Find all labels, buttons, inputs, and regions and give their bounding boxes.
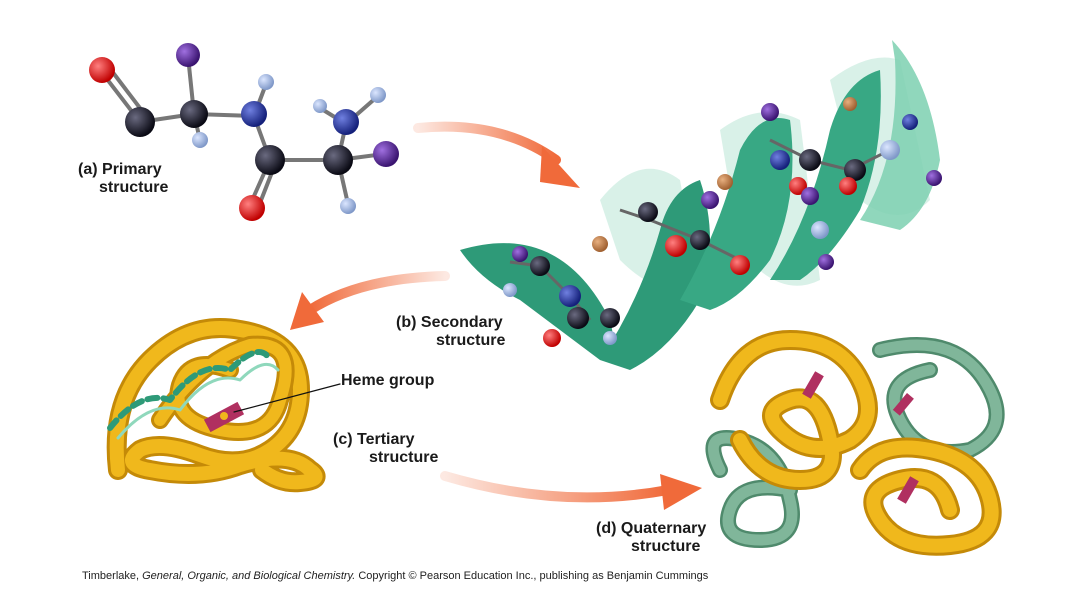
credit-copyright: Copyright © Pearson Education Inc., publ…	[358, 570, 709, 582]
quaternary-assembly-icon	[705, 330, 1005, 556]
label-primary-line1: Primary	[102, 161, 162, 178]
label-secondary-structure: (b) Secondary structure	[396, 314, 505, 350]
secondary-helix-icon	[460, 40, 942, 370]
label-tertiary-line1: Tertiary	[357, 431, 415, 448]
copyright-credit: Timberlake, General, Organic, and Biolog…	[82, 570, 708, 582]
label-primary-line2: structure	[99, 179, 169, 196]
arrow-primary-to-secondary	[413, 121, 580, 188]
label-quaternary-letter: (d)	[596, 520, 617, 537]
primary-molecule-icon	[89, 43, 399, 221]
label-secondary-line1: Secondary	[420, 314, 503, 331]
label-tertiary-letter: (c)	[333, 431, 353, 448]
tertiary-fold-icon	[106, 318, 341, 493]
arrow-tertiary-to-quaternary	[440, 471, 702, 510]
label-secondary-line2: structure	[436, 332, 506, 349]
label-primary-letter: (a)	[78, 161, 98, 178]
credit-book-title: General, Organic, and Biological Chemist…	[142, 570, 356, 582]
label-tertiary-line2: structure	[369, 449, 439, 466]
label-quaternary-structure: (d) Quaternary structure	[596, 520, 706, 556]
label-primary-structure: (a) Primary structure	[78, 161, 168, 197]
label-secondary-letter: (b)	[396, 314, 417, 331]
label-heme-group: Heme group	[341, 372, 435, 389]
label-quaternary-line2: structure	[631, 538, 701, 555]
arrow-secondary-to-tertiary	[290, 271, 450, 330]
label-quaternary-line1: Quaternary	[620, 520, 707, 537]
label-tertiary-structure: (c) Tertiary structure	[333, 431, 438, 467]
credit-author: Timberlake,	[82, 570, 140, 582]
